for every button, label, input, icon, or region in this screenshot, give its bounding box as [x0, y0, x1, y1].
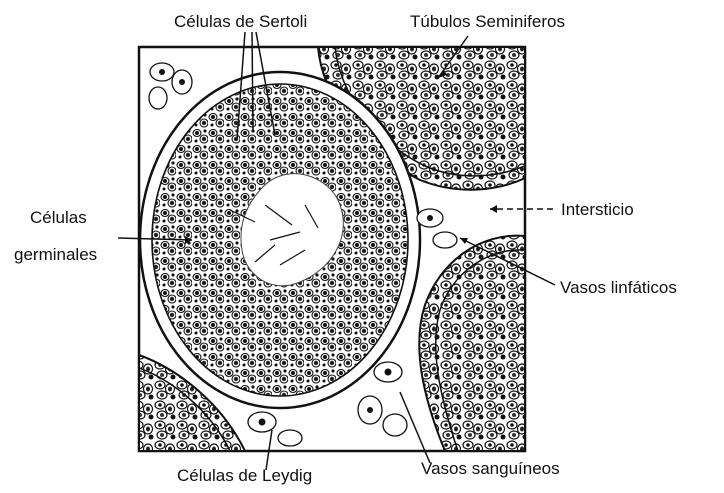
label-interstitium: Intersticio: [561, 199, 634, 221]
label-seminiferous-tubules: Túbulos Seminiferos: [410, 11, 565, 33]
label-germinal-cells-line1: Células: [30, 207, 87, 229]
label-lymphatic-vessels: Vasos linfáticos: [560, 277, 677, 299]
label-germinal-cells-line2: germinales: [14, 244, 97, 266]
label-leydig-cells: Células de Leydig: [177, 465, 312, 487]
label-blood-vessels: Vasos sanguíneos: [421, 458, 560, 480]
label-sertoli-cells: Células de Sertoli: [174, 11, 307, 33]
